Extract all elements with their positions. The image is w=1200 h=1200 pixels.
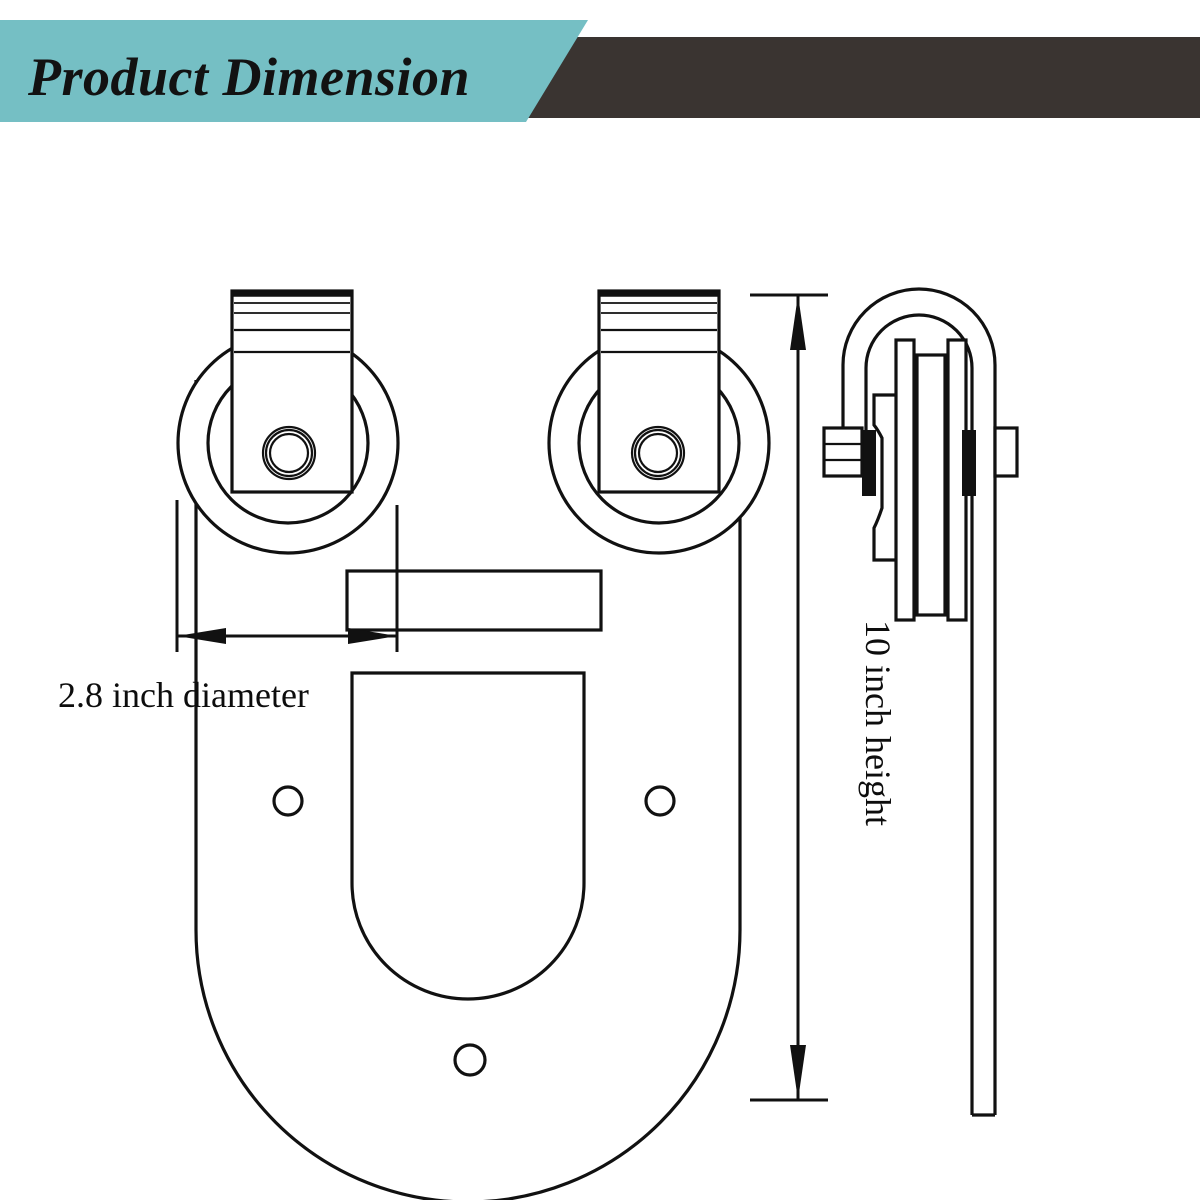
wheel-assembly-right bbox=[547, 289, 771, 555]
side-axle-block-right bbox=[962, 430, 976, 496]
banner-teal-shape bbox=[0, 20, 588, 122]
hex-bolt-icon-left-inner bbox=[268, 432, 310, 474]
diameter-arrow-right bbox=[348, 628, 397, 644]
height-label: 10 inch height bbox=[858, 620, 898, 826]
body-inner-cutout bbox=[350, 671, 586, 1001]
diameter-arrow-left bbox=[177, 628, 226, 644]
banner-dark-shape bbox=[524, 37, 1200, 118]
dimension-diameter: 2.8 inch diameter bbox=[58, 500, 399, 715]
mounting-hole-bottom bbox=[453, 1043, 487, 1077]
side-axle-block-left bbox=[862, 430, 876, 496]
header-banner: Product Dimension bbox=[0, 20, 1200, 122]
height-arrow-bottom bbox=[790, 1045, 806, 1100]
mounting-hole-left bbox=[272, 785, 304, 817]
hex-bolt-icon-right-inner bbox=[637, 432, 679, 474]
side-view-group bbox=[822, 287, 1019, 1117]
dimension-height: 10 inch height bbox=[750, 293, 898, 1102]
mounting-hole-right bbox=[644, 785, 676, 817]
side-wheel-hub bbox=[915, 353, 947, 617]
side-wheel-flange-left bbox=[894, 338, 916, 622]
side-bolt-icon-head bbox=[822, 426, 864, 478]
side-strap-tab-right bbox=[993, 426, 1019, 478]
cross-bar bbox=[345, 569, 603, 632]
diameter-label: 2.8 inch diameter bbox=[58, 675, 309, 715]
banner-title: Product Dimension bbox=[27, 47, 470, 107]
wheel-assembly-left bbox=[176, 289, 400, 555]
front-view-group bbox=[176, 289, 771, 1200]
height-arrow-top bbox=[790, 295, 806, 350]
